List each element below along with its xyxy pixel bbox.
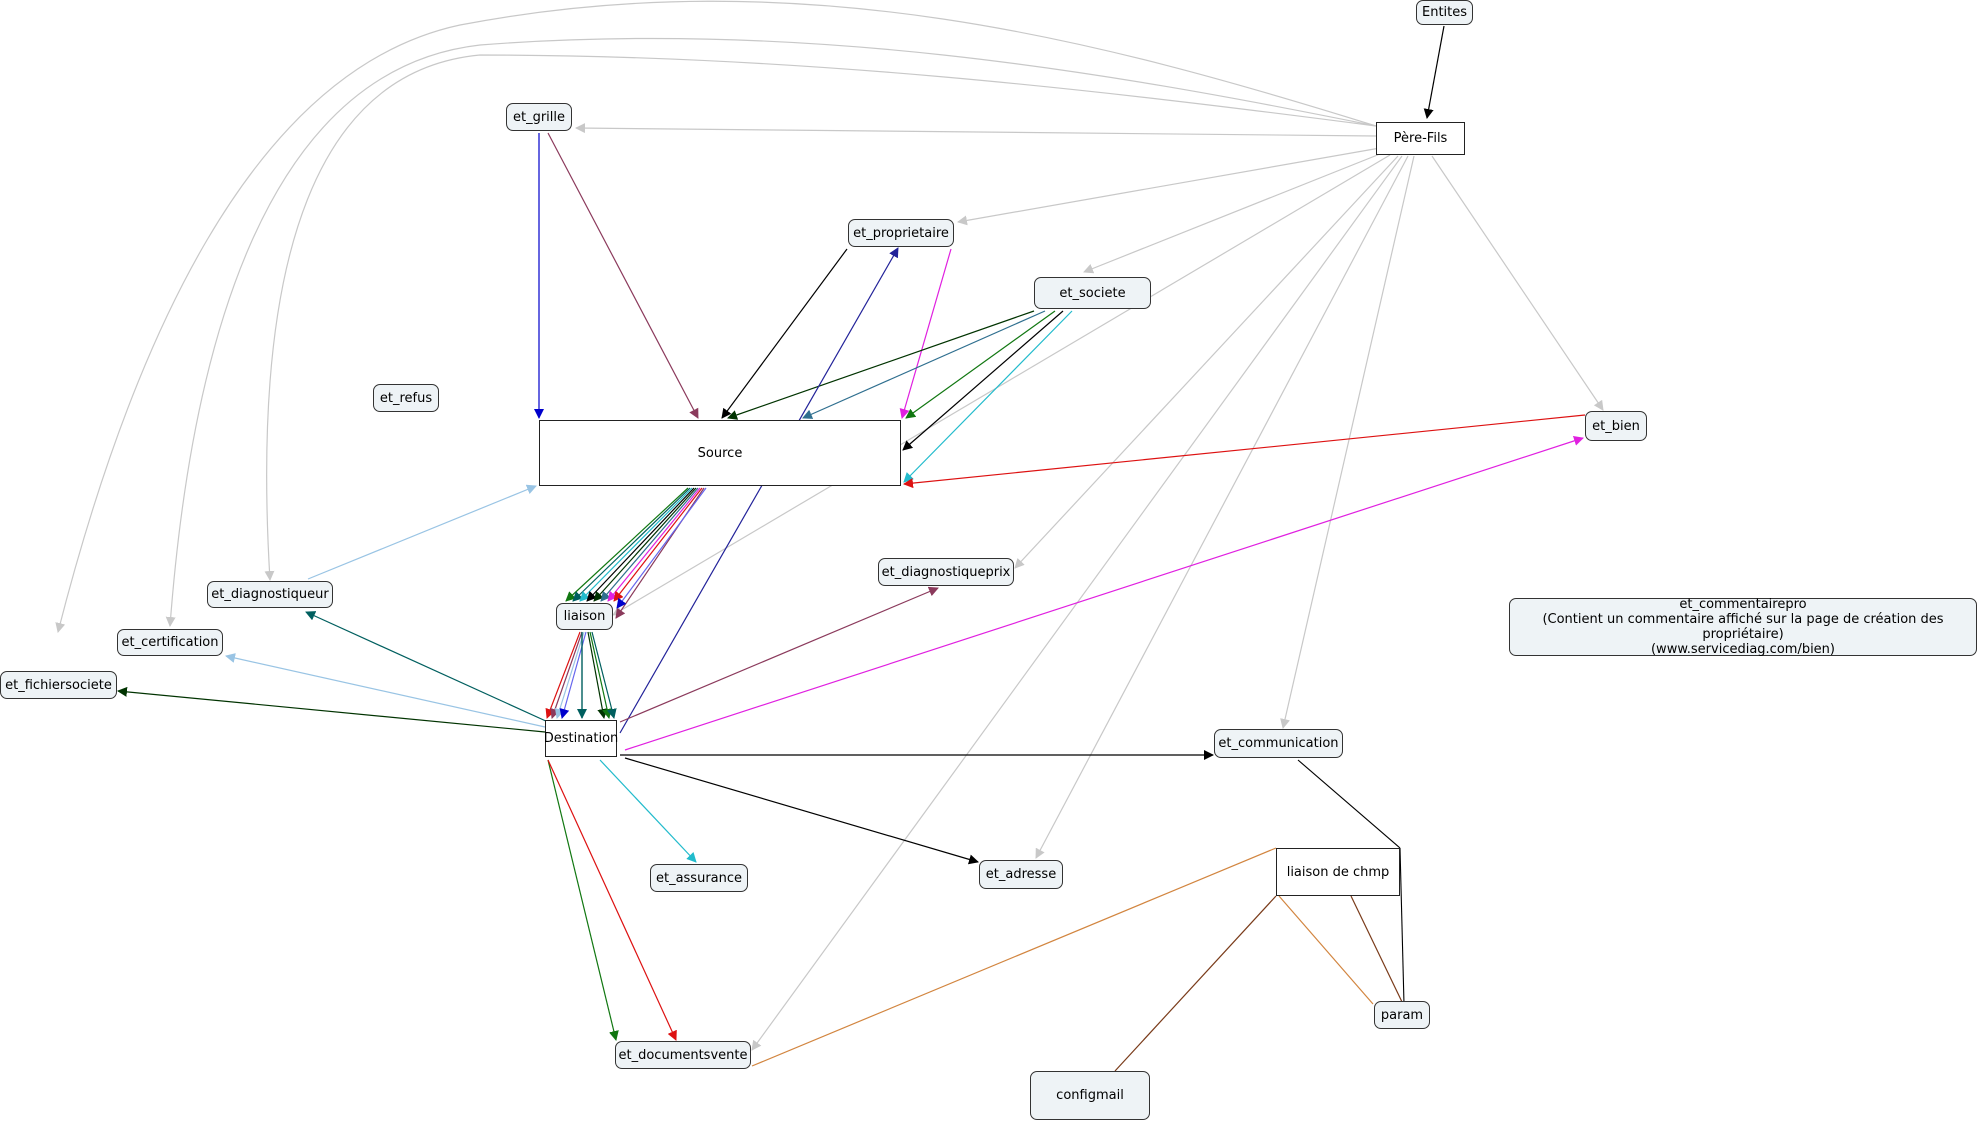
edge-destination-bien — [624, 436, 1584, 751]
node-et-diagnostiqueprix[interactable]: et_diagnostiqueprix — [878, 558, 1014, 586]
edge-societe-source-2 — [802, 310, 1046, 419]
node-et-societe[interactable]: et_societe — [1034, 277, 1151, 309]
edge-diagnostiqueur-source — [307, 484, 537, 580]
edge-perefils-bien — [1431, 155, 1604, 411]
edge-destination-proprietaire — [619, 247, 899, 734]
edge-societe-source-1 — [727, 310, 1035, 420]
node-et-documentsvente[interactable]: et_documentsvente — [615, 1041, 751, 1069]
link-liaisonchmp-param-2 — [1350, 895, 1404, 1005]
node-param[interactable]: param — [1374, 1001, 1430, 1029]
edge-grille-source-2 — [547, 132, 699, 419]
node-liaison-de-chmp[interactable]: liaison de chmp — [1276, 848, 1400, 896]
edge-liaison-destination-7 — [589, 631, 612, 719]
edge-perefils-adresse — [1035, 155, 1409, 859]
edge-source-liaison-2 — [572, 487, 691, 602]
edge-perefils-proprietaire — [957, 147, 1381, 226]
link-liaisonchmp-param-1 — [1278, 895, 1374, 1005]
edge-perefils-fichiersociete — [55, 0, 1377, 633]
link-documentsvente-liaisonchmp — [751, 847, 1277, 1067]
node-pere-fils[interactable]: Père-Fils — [1376, 122, 1465, 155]
edge-destination-certification — [225, 653, 546, 728]
edge-source-liaison-8 — [613, 487, 703, 602]
edge-societe-source-3 — [905, 310, 1056, 419]
edge-source-liaison-7 — [607, 487, 701, 602]
link-communication-liaisonchmp — [1297, 759, 1401, 849]
commentairepro-url: (www.servicediag.com/bien) — [1650, 642, 1835, 657]
link-liaisonchmp-configmail — [1114, 895, 1277, 1072]
node-et-certification[interactable]: et_certification — [117, 629, 223, 656]
edge-destination-fichiersociete — [117, 686, 546, 733]
edge-perefils-liaison — [612, 154, 1391, 616]
edge-perefils-certification — [165, 37, 1377, 627]
edge-source-liaison-1 — [565, 487, 689, 602]
edge-destination-diagnostiqueur — [305, 611, 549, 723]
edge-source-liaison-5 — [593, 487, 697, 602]
edge-destination-assurance — [599, 759, 697, 863]
edge-liaison-destination-8 — [591, 631, 617, 719]
node-et-adresse[interactable]: et_adresse — [979, 860, 1063, 889]
node-liaison[interactable]: liaison — [556, 603, 613, 630]
edge-perefils-diagnostiqueprix — [1014, 155, 1399, 569]
node-configmail[interactable]: configmail — [1030, 1071, 1150, 1120]
node-et-refus[interactable]: et_refus — [373, 384, 439, 412]
edge-destination-adresse — [624, 757, 979, 865]
edge-perefils-grille — [575, 123, 1377, 137]
node-et-bien[interactable]: et_bien — [1585, 411, 1647, 441]
node-et-commentairepro[interactable]: et_commentairepro (Contient un commentai… — [1509, 597, 1977, 657]
edge-perefils-societe — [1083, 151, 1386, 274]
edge-proprietaire-source-2 — [899, 248, 952, 419]
node-et-grille[interactable]: et_grille — [506, 103, 572, 131]
node-et-communication[interactable]: et_communication — [1214, 729, 1343, 758]
link-liaisonchmp-param-3 — [1399, 847, 1405, 1005]
edge-entites-perefils — [1423, 25, 1445, 119]
edge-liaison-destination-1 — [545, 631, 581, 719]
edge-proprietaire-source-1 — [721, 248, 848, 419]
node-et-fichiersociete[interactable]: et_fichiersociete — [0, 671, 117, 699]
node-et-diagnostiqueur[interactable]: et_diagnostiqueur — [207, 581, 333, 608]
edge-societe-source-5 — [903, 310, 1073, 483]
edge-societe-source-4 — [902, 310, 1064, 451]
edge-liaison-destination-3 — [554, 631, 585, 719]
node-entites[interactable]: Entites — [1416, 0, 1473, 25]
node-et-assurance[interactable]: et_assurance — [650, 864, 748, 892]
edge-source-liaison-4 — [586, 487, 695, 602]
edge-liaison-destination-2 — [550, 631, 583, 719]
edge-destination-documentsvente-1 — [547, 759, 619, 1041]
edge-source-liaison-3 — [579, 487, 693, 602]
node-et-proprietaire[interactable]: et_proprietaire — [848, 219, 954, 247]
edge-destination-diagnostiqueprix — [619, 586, 939, 723]
edge-perefils-communication — [1280, 155, 1415, 729]
edge-source-liaison-10 — [616, 487, 707, 609]
edge-destination-documentsvente-2 — [547, 759, 677, 1041]
commentairepro-description: (Contient un commentaire affiché sur la … — [1542, 612, 1944, 642]
edge-source-liaison-6 — [600, 487, 699, 602]
node-destination[interactable]: Destination — [544, 720, 618, 757]
edge-perefils-diagnostiqueur — [264, 54, 1377, 581]
commentairepro-title: et_commentairepro — [1679, 597, 1807, 612]
node-source[interactable]: Source — [539, 420, 901, 486]
edge-liaison-destination-6 — [587, 631, 608, 719]
edge-bien-source — [903, 414, 1586, 489]
